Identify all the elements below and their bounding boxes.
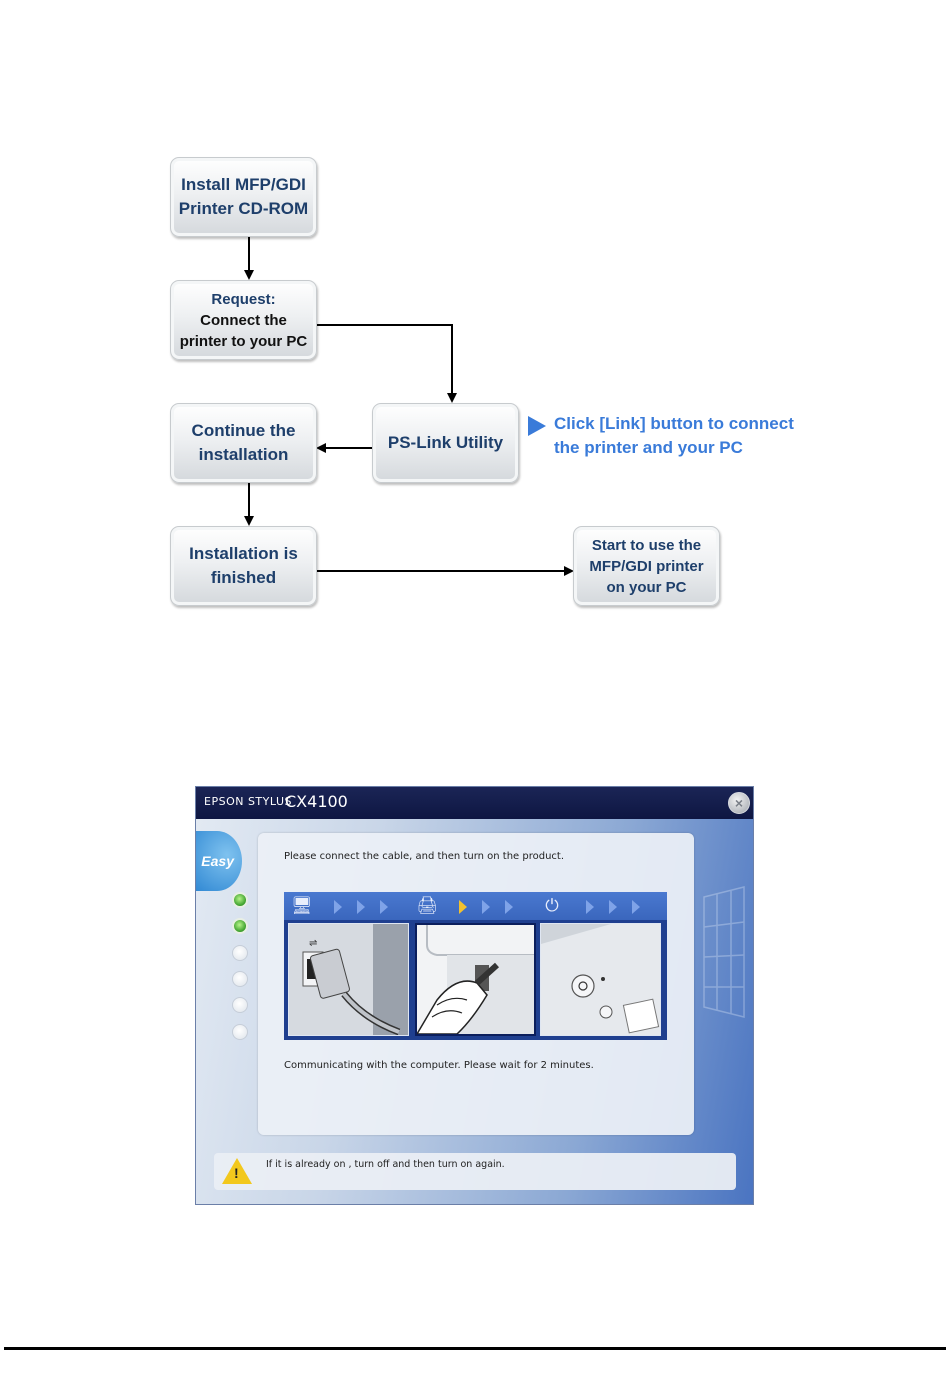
step-install-cd-line2: Printer CD-ROM — [178, 199, 309, 218]
connector-finished-start — [316, 570, 564, 572]
easy-label: Easy — [201, 853, 234, 869]
progress-step-2 — [232, 918, 248, 934]
photo-power-button — [540, 923, 661, 1036]
note-pointer-icon — [528, 416, 546, 436]
chevron-icon — [334, 900, 342, 914]
step-start-line1: Start to use the — [591, 536, 702, 554]
step-request-label: Request: — [211, 290, 276, 308]
arrowhead-pslink-continue — [316, 443, 326, 453]
step-finished-line1: Installation is — [189, 544, 298, 563]
decorative-grid — [703, 886, 745, 1018]
progress-step-1 — [232, 892, 248, 908]
control-panel-illustration — [541, 924, 660, 1035]
installer-window: EPSON STYLUS CX4100 × Easy Please connec… — [195, 786, 754, 1205]
status-message: Communicating with the computer. Please … — [284, 1060, 594, 1071]
step-request-line2: Connect the — [200, 311, 287, 329]
connector-request-pslink-v — [451, 324, 453, 393]
page-footer-rule — [4, 1347, 946, 1350]
connection-illustration: 🖥 🖨 ⏻ ⇌ — [284, 892, 667, 1040]
step-pslink-utility: PS-Link Utility — [372, 403, 519, 483]
step-pslink-label: PS-Link Utility — [387, 433, 504, 452]
pslink-note: Click [Link] button to connect the print… — [554, 412, 794, 460]
step-install-cd-line1: Install MFP/GDI — [181, 175, 306, 194]
arrowhead-finished-start — [564, 566, 574, 576]
warning-bar: ! If it is already on , turn off and the… — [214, 1153, 736, 1190]
progress-step-3 — [232, 945, 248, 961]
step-start-line3: on your PC — [606, 578, 687, 596]
chevron-icon — [482, 900, 490, 914]
chevron-icon — [357, 900, 365, 914]
connector-install-request — [248, 236, 250, 270]
chevron-icon — [609, 900, 617, 914]
progress-step-5 — [232, 997, 248, 1013]
pslink-note-line1: Click [Link] button to connect — [554, 414, 794, 433]
hand-plug-illustration — [415, 925, 534, 1035]
progress-step-4 — [232, 971, 248, 987]
arrowhead-request-pslink — [447, 393, 457, 403]
warning-text: If it is already on , turn off and then … — [266, 1159, 505, 1170]
pslink-note-line2: the printer and your PC — [554, 438, 743, 457]
printer-icon: 🖨 — [416, 896, 438, 915]
instruction-text: Please connect the cable, and then turn … — [284, 851, 565, 862]
step-finished-line2: finished — [210, 568, 277, 587]
step-installation-finished: Installation is finished — [170, 526, 317, 606]
step-continue-installation: Continue the installation — [170, 403, 317, 483]
arrowhead-install-request — [244, 270, 254, 280]
connector-pslink-continue — [326, 447, 373, 449]
chevron-icon — [632, 900, 640, 914]
svg-text:⇌: ⇌ — [309, 938, 317, 949]
photo-printer-usb-port — [415, 923, 536, 1036]
step-request-line3: printer to your PC — [179, 332, 308, 350]
product-brand: EPSON STYLUS — [204, 795, 292, 808]
step-icon-bar: 🖥 🖨 ⏻ — [284, 892, 667, 920]
connector-request-pslink-h — [316, 324, 452, 326]
chevron-icon — [586, 900, 594, 914]
step-request-connect: Request: Connect the printer to your PC — [170, 280, 317, 360]
close-button[interactable]: × — [728, 792, 750, 814]
power-icon: ⏻ — [545, 896, 559, 915]
chevron-icon-active — [459, 900, 467, 914]
step-start-use-printer: Start to use the MFP/GDI printer on your… — [573, 526, 720, 606]
chevron-icon — [380, 900, 388, 914]
step-continue-line1: Continue the — [191, 421, 296, 440]
close-icon: × — [734, 795, 744, 811]
arrowhead-continue-finished — [244, 516, 254, 526]
easy-mode-badge: Easy — [196, 831, 242, 891]
connector-continue-finished — [248, 482, 250, 516]
step-install-cd: Install MFP/GDI Printer CD-ROM — [170, 157, 317, 237]
chevron-icon — [505, 900, 513, 914]
product-model: CX4100 — [285, 792, 348, 811]
progress-step-6 — [232, 1024, 248, 1040]
step-continue-line2: installation — [198, 445, 289, 464]
step-start-line2: MFP/GDI printer — [589, 557, 704, 575]
usb-plug-illustration: ⇌ — [289, 924, 408, 1036]
photo-computer-usb-port: ⇌ — [288, 923, 409, 1036]
title-bar: EPSON STYLUS CX4100 × — [196, 787, 753, 819]
computer-icon: 🖥 — [291, 896, 313, 915]
